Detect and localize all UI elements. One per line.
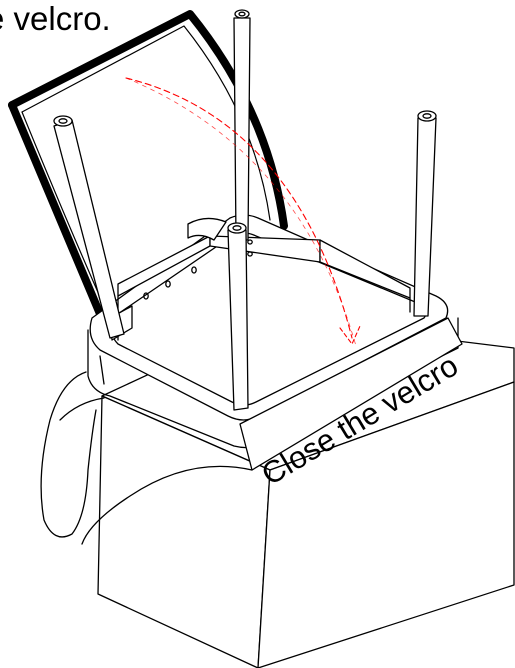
chair-legs [53,9,437,411]
instruction-text: e velcro. [0,0,111,37]
chair-seat [87,214,459,449]
red-dashed-curved-arrow-icon [125,77,361,347]
leg-right [413,110,437,317]
leg-front [227,222,249,411]
leg-left [53,115,125,339]
leg-back [233,9,251,241]
velcro-strap [40,317,463,545]
